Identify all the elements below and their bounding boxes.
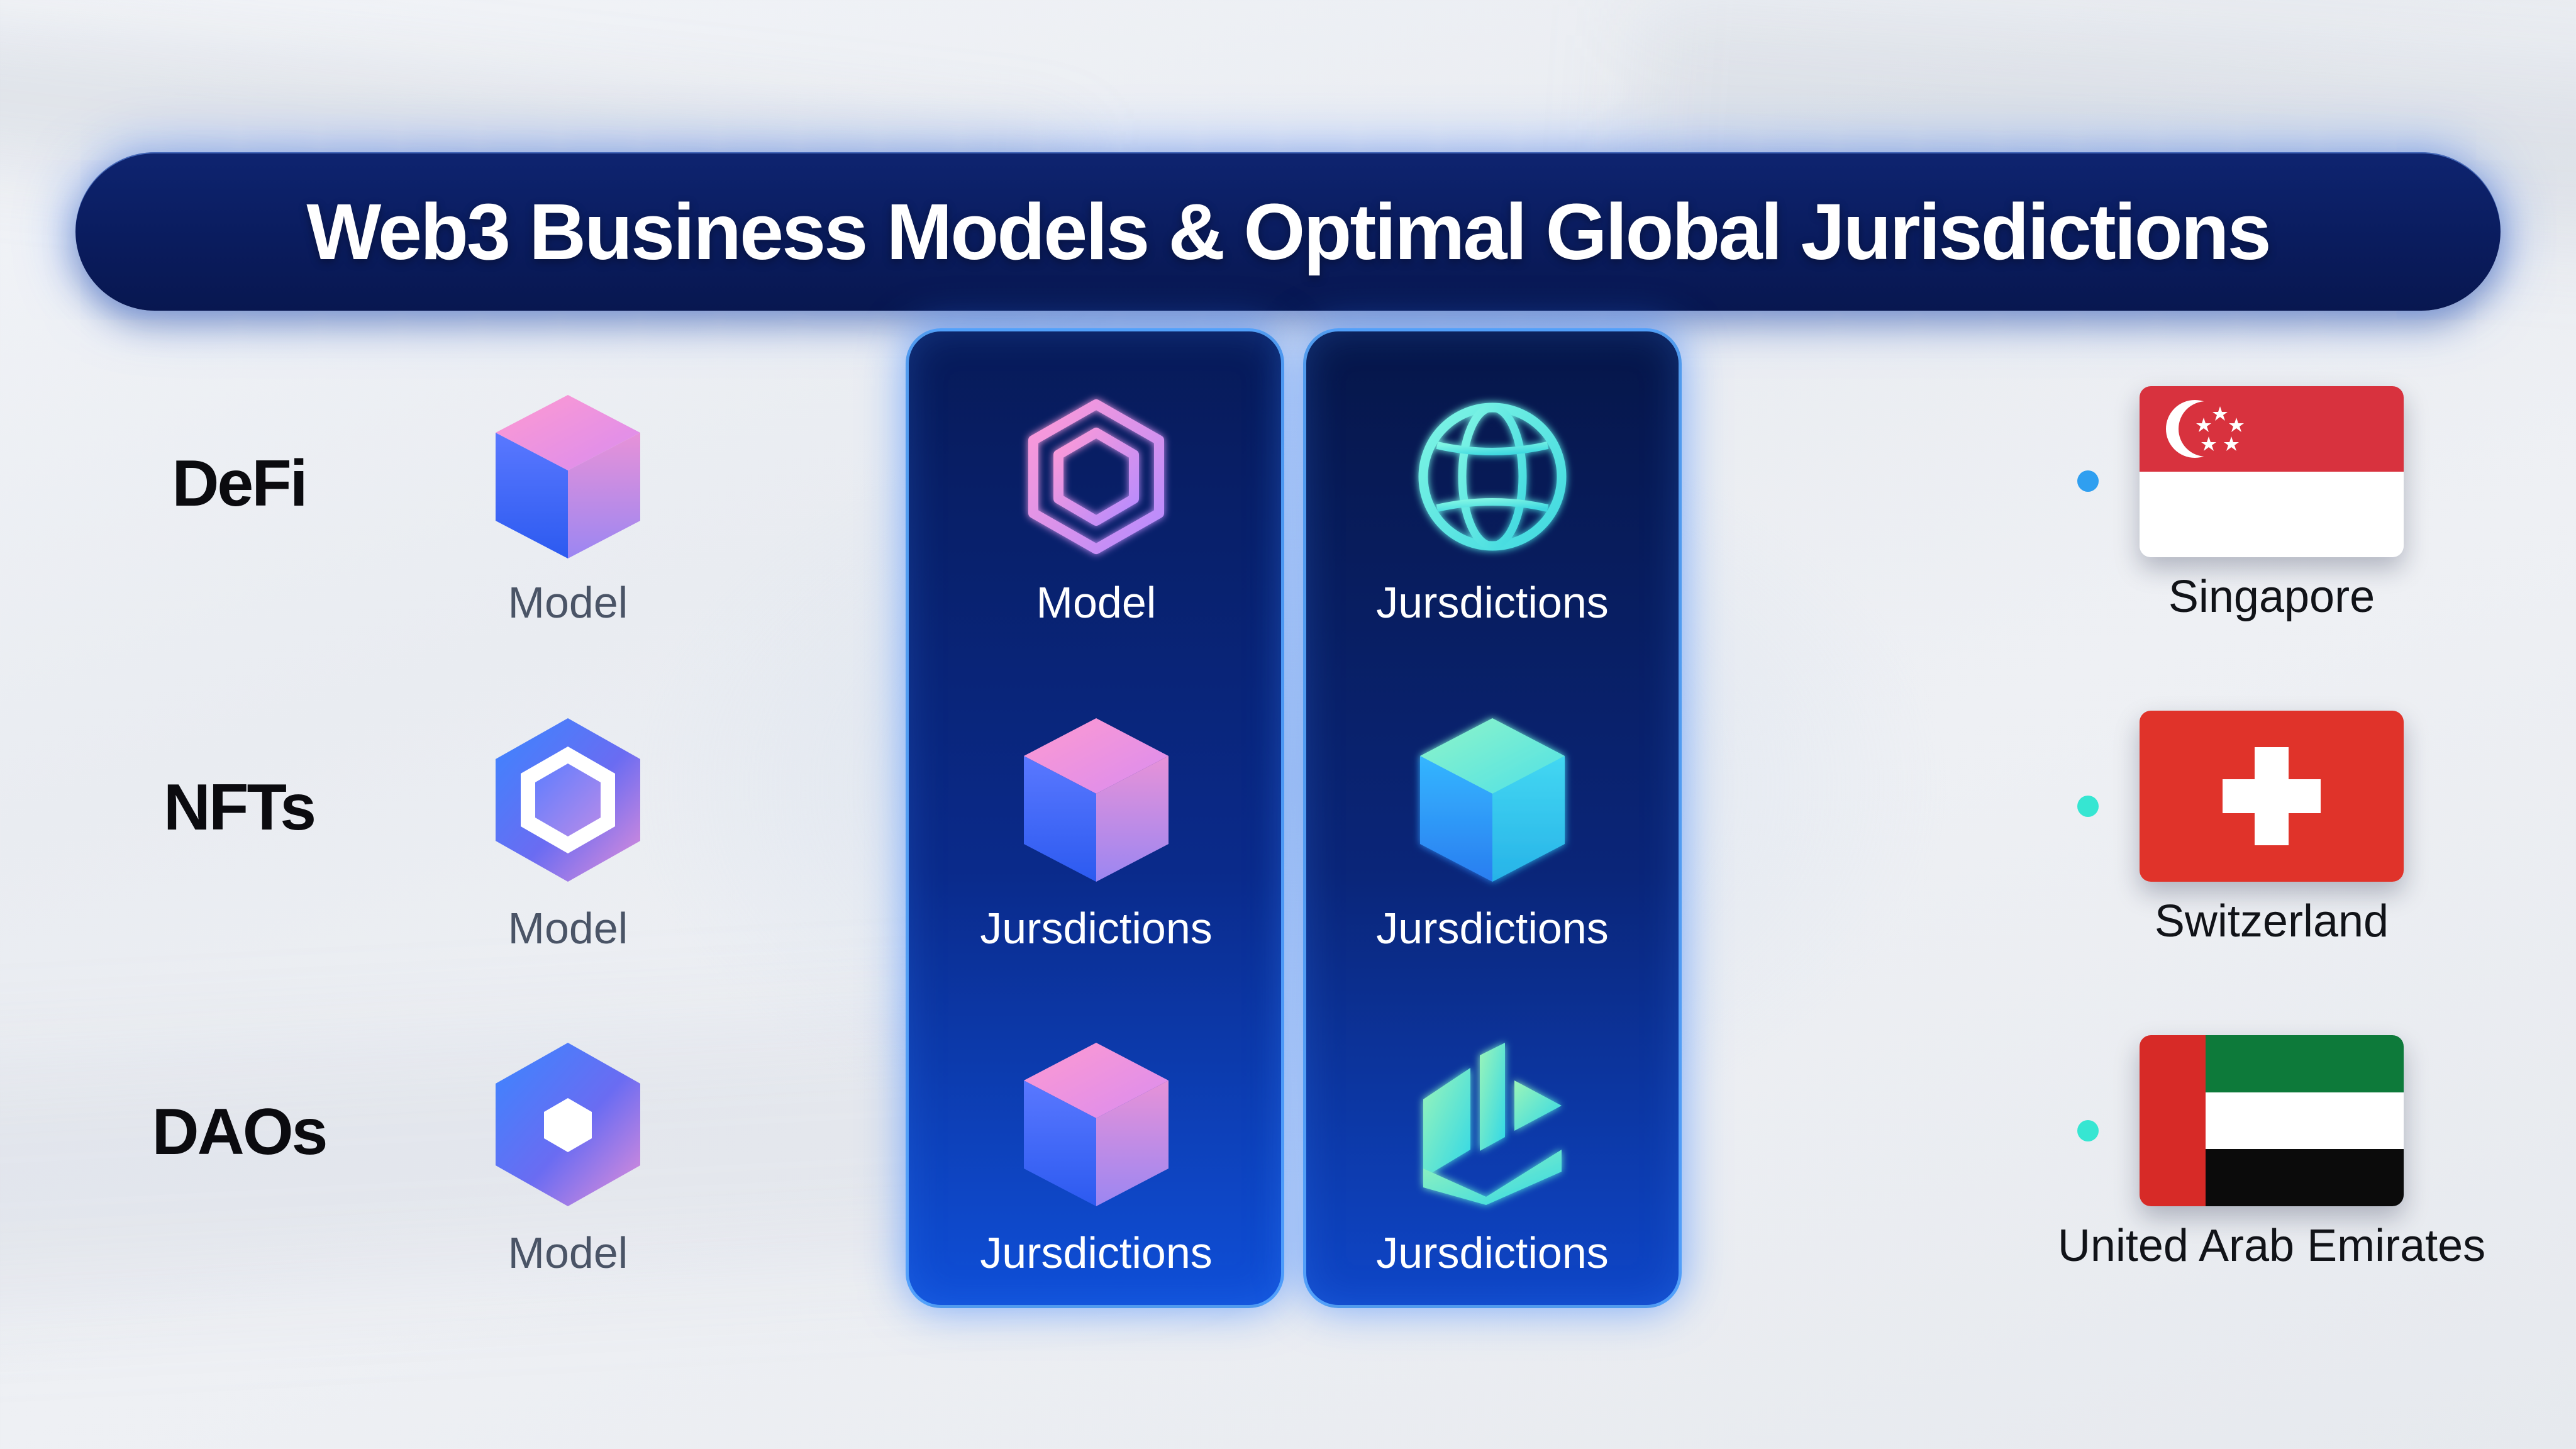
page-title: Web3 Business Models & Optimal Global Ju… <box>306 187 2271 276</box>
country-uae: United Arab Emirates <box>2057 1221 2486 1271</box>
category-label-daos: DAOs <box>152 1096 328 1169</box>
chart-block-icon <box>1411 1043 1574 1206</box>
cube-icon <box>1014 718 1178 882</box>
country-singapore: Singapore <box>2168 572 2375 622</box>
caption-daos-model: Model <box>508 1228 628 1277</box>
connector-dot-singapore <box>2077 470 2099 492</box>
category-label-nfts: NFTs <box>163 771 316 844</box>
uae-flag-icon <box>2140 1035 2404 1206</box>
globe-icon <box>1411 395 1574 558</box>
cube-icon <box>1014 1043 1178 1206</box>
hexagon-ring-icon <box>486 1043 650 1206</box>
country-switzerland: Switzerland <box>2154 896 2389 947</box>
category-label-defi: DeFi <box>172 447 308 520</box>
cube-icon <box>486 395 650 558</box>
hexagon-logo-icon <box>1014 395 1178 558</box>
cube-icon <box>1411 718 1574 882</box>
caption-nfts-col2: Jursdictions <box>980 904 1213 953</box>
caption-defi-model: Model <box>508 578 628 627</box>
connector-dot-switzerland <box>2077 796 2099 817</box>
caption-nfts-col3: Jursdictions <box>1376 904 1609 953</box>
caption-daos-col2: Jursdictions <box>980 1228 1213 1277</box>
connector-dot-uae <box>2077 1120 2099 1141</box>
title-bar: Web3 Business Models & Optimal Global Ju… <box>75 152 2501 311</box>
caption-defi-col3: Jursdictions <box>1376 578 1609 627</box>
caption-daos-col3: Jursdictions <box>1376 1228 1609 1277</box>
switzerland-flag-icon <box>2140 711 2404 882</box>
hexagon-ring-icon <box>486 718 650 882</box>
singapore-flag-icon <box>2140 386 2404 557</box>
caption-nfts-model: Model <box>508 904 628 953</box>
caption-defi-col2: Model <box>1036 578 1157 627</box>
